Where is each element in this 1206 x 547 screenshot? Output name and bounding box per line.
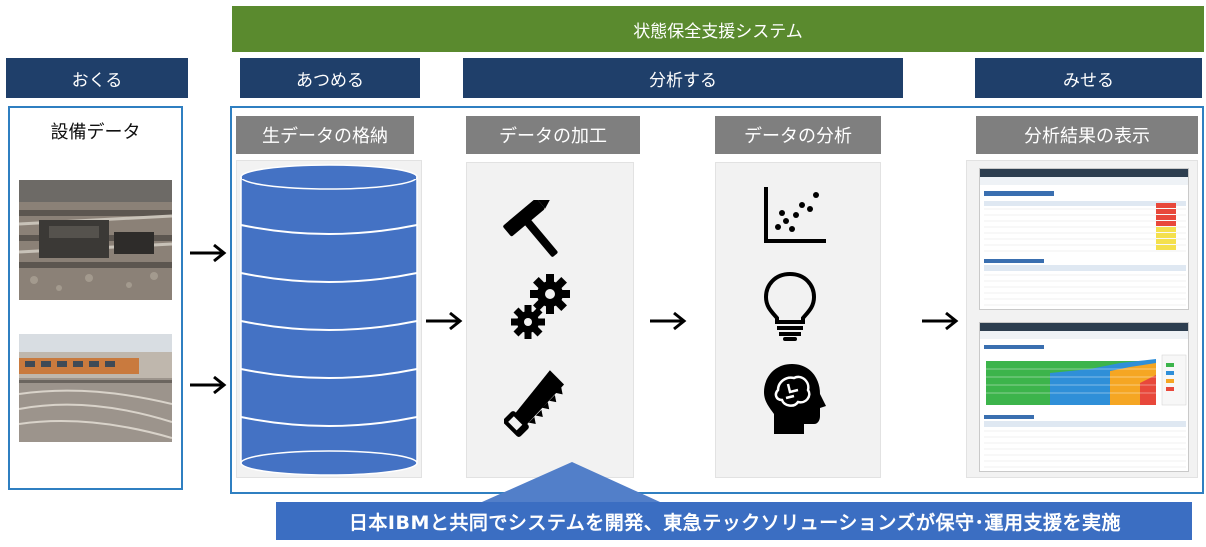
- callout-text: 日本IBMと共同でシステムを開発、東急テックソリューションズが保守･運用支援を実…: [348, 511, 1122, 534]
- train-photo: [19, 334, 172, 442]
- step-display-label: 分析結果の表示: [1024, 126, 1150, 147]
- step-analysis-label: データの分析: [744, 126, 852, 147]
- step-display-header: 分析結果の表示: [976, 116, 1198, 154]
- right-arrow-icon: [650, 311, 687, 331]
- right-arrow-icon: [426, 311, 463, 331]
- brain-head-icon: [764, 364, 826, 434]
- stage-show-header: みせる: [975, 58, 1202, 98]
- system-title-banner: 状態保全支援システム: [232, 6, 1204, 52]
- callout-banner: [276, 462, 1192, 540]
- scatter-plot-icon: [764, 187, 826, 243]
- hammer-icon: [503, 200, 558, 257]
- system-title: 状態保全支援システム: [633, 21, 803, 42]
- stage-send-header: おくる: [6, 58, 188, 98]
- equipment-data-label: 設備データ: [50, 122, 141, 143]
- stage-show-label: みせる: [1063, 70, 1114, 91]
- stage-analyze-header: 分析する: [463, 58, 903, 98]
- step-process-label: データの加工: [499, 126, 607, 147]
- step-process-header: データの加工: [466, 116, 640, 154]
- gears-icon: [511, 274, 570, 339]
- stage-analyze-label: 分析する: [649, 70, 717, 91]
- stage-send-label: おくる: [71, 70, 123, 91]
- dashboard-screenshot-chart: [979, 322, 1189, 472]
- rail-switch-photo: [19, 180, 172, 300]
- right-arrow-icon: [190, 375, 227, 395]
- step-store-header: 生データの格納: [236, 116, 414, 154]
- system-frame: [230, 106, 1204, 494]
- lightbulb-icon: [763, 271, 817, 341]
- stage-collect-label: あつめる: [296, 70, 364, 91]
- right-arrow-icon: [190, 243, 227, 263]
- process-panel: [466, 162, 634, 478]
- stage-collect-header: あつめる: [240, 58, 420, 98]
- right-arrow-icon: [922, 311, 959, 331]
- equipment-frame: [8, 106, 183, 490]
- dashboard-screenshot-table: [979, 168, 1189, 310]
- database-cylinder-icon: [240, 164, 418, 476]
- step-store-label: 生データの格納: [262, 126, 388, 147]
- saw-icon: [504, 370, 565, 437]
- step-analysis-header: データの分析: [715, 116, 881, 154]
